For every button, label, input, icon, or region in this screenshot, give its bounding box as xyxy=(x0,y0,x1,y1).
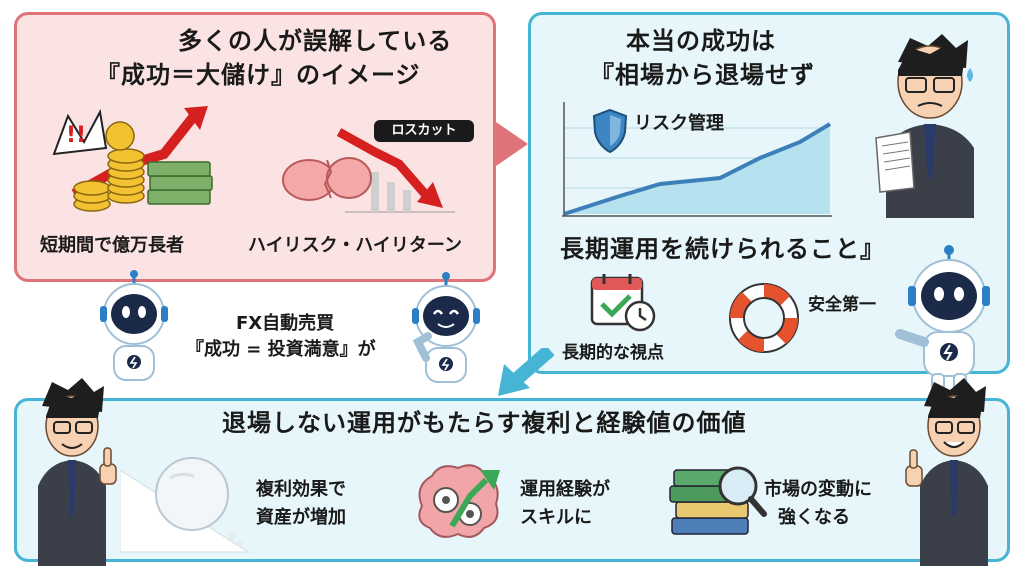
svg-text:!!: !! xyxy=(66,123,86,148)
value-item3-line1: 市場の変動に xyxy=(764,479,872,500)
success-title-line2: 『相場から退場せず xyxy=(590,61,815,89)
risk-label: リスク管理 xyxy=(634,113,724,134)
misconception-title-line2: 『成功＝大儲け』のイメージ xyxy=(96,61,421,89)
worried-businessman-illustration xyxy=(870,28,988,218)
safety-label: 安全第一 xyxy=(808,295,876,315)
thumbs-up-businessman-left xyxy=(24,376,120,566)
misconception-label-left: 短期間で億万長者 xyxy=(40,235,184,256)
success-title-line3: 長期運用を続けられること』 xyxy=(560,235,885,263)
arrow-right-icon xyxy=(496,122,532,166)
misconception-title-line1: 多くの人が誤解している xyxy=(178,27,453,55)
coins-money-illustration: !! xyxy=(44,96,219,224)
losscut-tag-label: ロスカット xyxy=(391,123,457,138)
calendar-clock-icon xyxy=(588,270,660,334)
value-item3-line2: 強くなる xyxy=(778,507,850,528)
misconception-label-right: ハイリスク・ハイリターン xyxy=(248,235,463,256)
value-item2-line1: 運用経験が xyxy=(520,479,610,500)
middle-line1: FX自動売買 xyxy=(236,313,335,334)
middle-line2: 『成功 = 投資満意』が xyxy=(186,339,376,360)
robot-mascot-thinking xyxy=(398,272,494,388)
piggy-bank-losscut-illustration xyxy=(275,112,475,222)
value-item2-line2: スキルに xyxy=(520,507,592,528)
books-magnifier-icon xyxy=(664,456,768,548)
growth-chart-illustration xyxy=(560,98,835,220)
brain-gears-icon xyxy=(408,456,508,546)
shield-icon xyxy=(592,108,628,154)
thumbs-up-businessman-right xyxy=(904,376,1004,566)
success-title-line1: 本当の成功は xyxy=(626,27,776,55)
robot-mascot-left xyxy=(88,270,180,388)
long-term-label: 長期的な視点 xyxy=(562,343,664,363)
value-item1-line1: 複利効果で xyxy=(256,479,346,500)
snowball-slope-illustration xyxy=(120,456,250,556)
value-title: 退場しない運用がもたらす複利と経験値の価値 xyxy=(222,409,747,437)
losscut-tag: ロスカット xyxy=(374,120,474,142)
value-item1-line2: 資産が増加 xyxy=(256,507,346,528)
arrow-down-left-icon xyxy=(494,348,554,400)
robot-mascot-right xyxy=(894,244,1004,394)
life-ring-icon xyxy=(722,276,806,360)
